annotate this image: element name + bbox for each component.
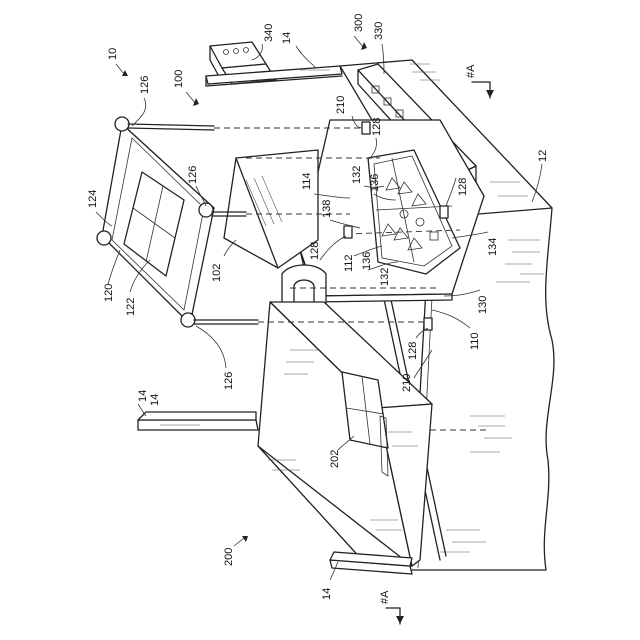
label-section-a-bottom: #A bbox=[379, 590, 391, 604]
label-102: 102 bbox=[211, 264, 223, 282]
insert-102 bbox=[224, 150, 318, 268]
label-330: 330 bbox=[373, 22, 385, 40]
label-136: 136 bbox=[361, 252, 373, 270]
label-210: 210 bbox=[335, 96, 347, 114]
label-138: 138 bbox=[321, 200, 333, 218]
label-126: 126 bbox=[139, 76, 151, 94]
label-100: 100 bbox=[173, 70, 185, 88]
label-300: 300 bbox=[353, 14, 365, 32]
label-126: 126 bbox=[187, 166, 199, 184]
label-340: 340 bbox=[263, 24, 275, 42]
lid-frame-100 bbox=[97, 117, 258, 327]
label-136: 136 bbox=[369, 174, 381, 192]
label-132: 132 bbox=[379, 268, 391, 286]
label-10: 10 bbox=[107, 48, 119, 60]
label-14: 14 bbox=[149, 394, 161, 406]
section-arrow-bottom bbox=[386, 608, 404, 624]
label-120: 120 bbox=[103, 284, 115, 302]
label-14: 14 bbox=[321, 588, 333, 600]
label-132: 132 bbox=[351, 166, 363, 184]
label-124: 124 bbox=[87, 190, 99, 208]
label-128: 128 bbox=[457, 178, 469, 196]
label-122: 122 bbox=[125, 298, 137, 316]
label-126: 126 bbox=[223, 372, 235, 390]
section-arrow-top bbox=[472, 82, 494, 98]
label-202: 202 bbox=[329, 450, 341, 468]
label-130: 130 bbox=[477, 296, 489, 314]
arch-opening-110 bbox=[282, 265, 326, 304]
label-128: 128 bbox=[371, 118, 383, 136]
label-134: 134 bbox=[487, 238, 499, 256]
label-200: 200 bbox=[223, 548, 235, 566]
label-110: 110 bbox=[469, 332, 481, 350]
label-128: 128 bbox=[309, 242, 321, 260]
label-210: 210 bbox=[401, 374, 413, 392]
label-128: 128 bbox=[407, 342, 419, 360]
label-114: 114 bbox=[301, 172, 313, 190]
lower-chamber-200 bbox=[258, 302, 432, 566]
label-112: 112 bbox=[343, 254, 355, 272]
label-14: 14 bbox=[281, 32, 293, 44]
label-section-a-top: #A bbox=[465, 64, 477, 78]
label-14: 14 bbox=[137, 390, 149, 402]
label-12: 12 bbox=[537, 150, 549, 162]
post-14-left bbox=[138, 412, 258, 430]
